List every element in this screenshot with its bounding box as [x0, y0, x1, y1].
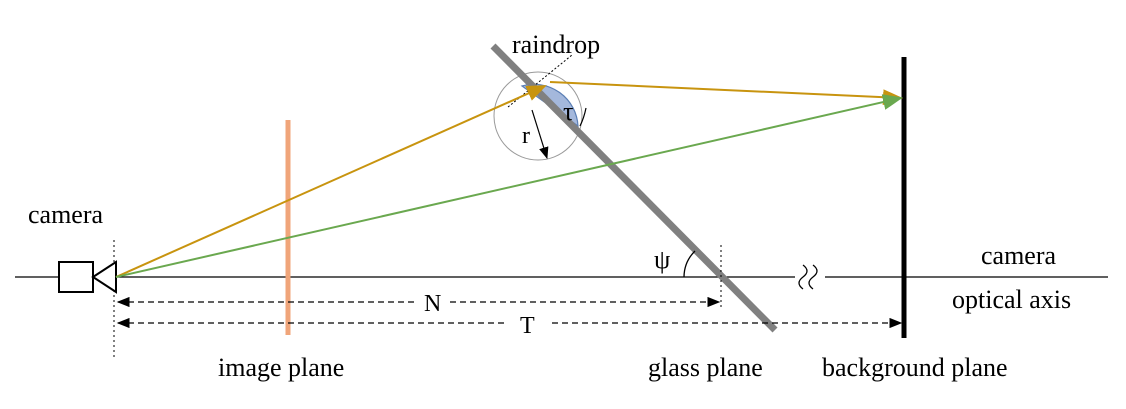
- r-label: r: [522, 123, 530, 149]
- optical-axis-label-2: optical axis: [952, 285, 1071, 314]
- ray-direct-green: [115, 94, 903, 278]
- raindrop-label: raindrop: [512, 30, 600, 59]
- psi-angle-arc: [683, 250, 696, 278]
- camera-label: camera: [28, 200, 104, 229]
- psi-label: ψ: [654, 245, 670, 274]
- tau-label: τ: [563, 97, 573, 126]
- glass-plane-label: glass plane: [648, 353, 763, 382]
- ray-raindrop-to-background: [549, 81, 903, 106]
- optical-axis-label-1: camera: [981, 241, 1057, 270]
- glass-plane: [490, 43, 778, 333]
- ray-to-raindrop: [115, 85, 547, 278]
- N-label: N: [424, 291, 441, 317]
- T-label: T: [520, 313, 535, 339]
- optical-axis: [15, 264, 1108, 290]
- image-plane-label: image plane: [218, 353, 344, 382]
- camera-icon: [58, 260, 117, 294]
- background-plane-label: background plane: [822, 353, 1008, 382]
